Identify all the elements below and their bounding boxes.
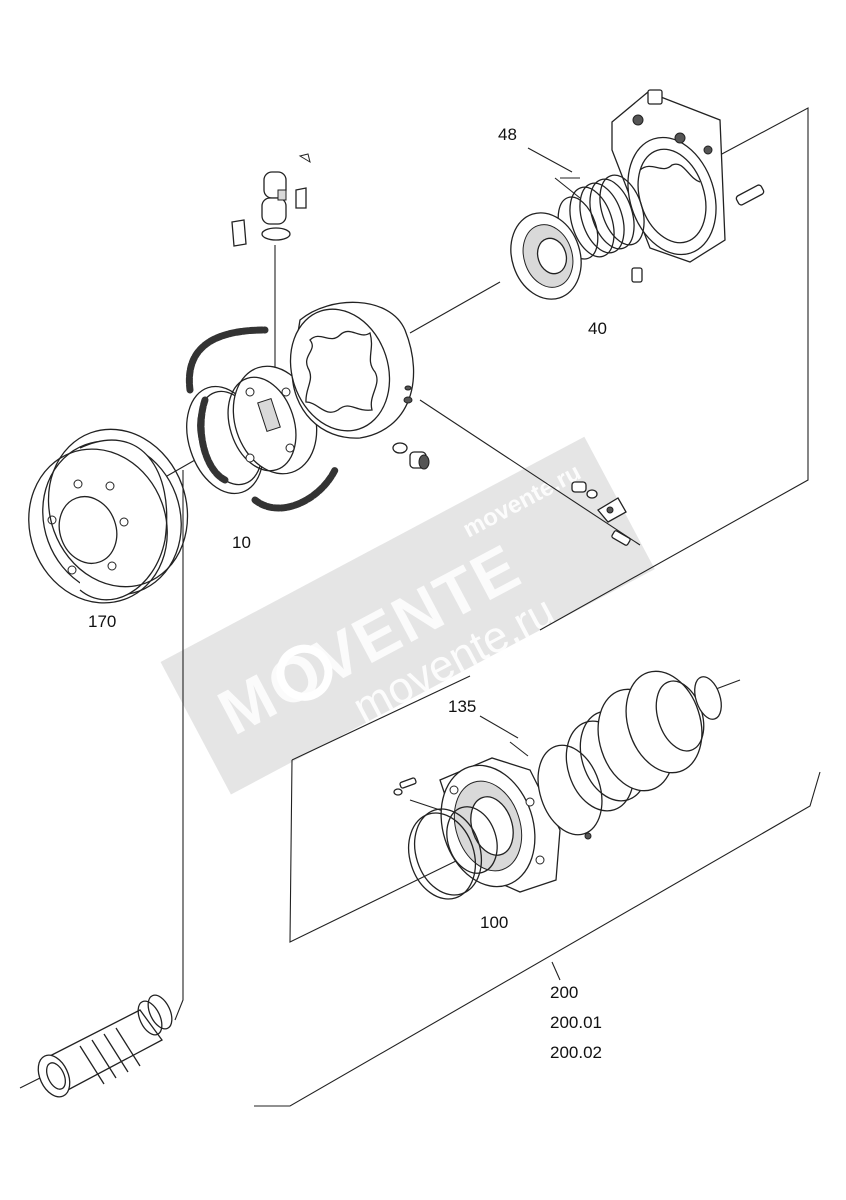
watermark-logo-icon: [276, 644, 333, 701]
part-40-housing: [611, 89, 765, 283]
cam-ring: [289, 301, 415, 439]
label-part-135: 135: [448, 697, 476, 716]
label-part-10: 10: [232, 533, 251, 552]
label-part-170: 170: [88, 612, 116, 631]
part-135-brake-discs: [537, 670, 722, 840]
part-100-brake-housing: [393, 757, 561, 900]
label-part-40: 40: [588, 319, 607, 338]
label-part-200-02: 200.02: [550, 1043, 602, 1062]
label-part-200: 200: [550, 983, 578, 1002]
part-170-brake-disc: [28, 428, 189, 604]
label-part-48: 48: [498, 125, 517, 144]
label-part-100: 100: [480, 913, 508, 932]
thrust-bearing-plate: [510, 212, 582, 300]
sensor-valve-parts: [571, 481, 631, 546]
part-labels: 48 40 10 170 135 100 200 200.01 200.02: [88, 125, 607, 1062]
label-part-200-01: 200.01: [550, 1013, 602, 1032]
drive-shaft: [37, 994, 173, 1098]
plug-and-seal: [392, 442, 430, 470]
